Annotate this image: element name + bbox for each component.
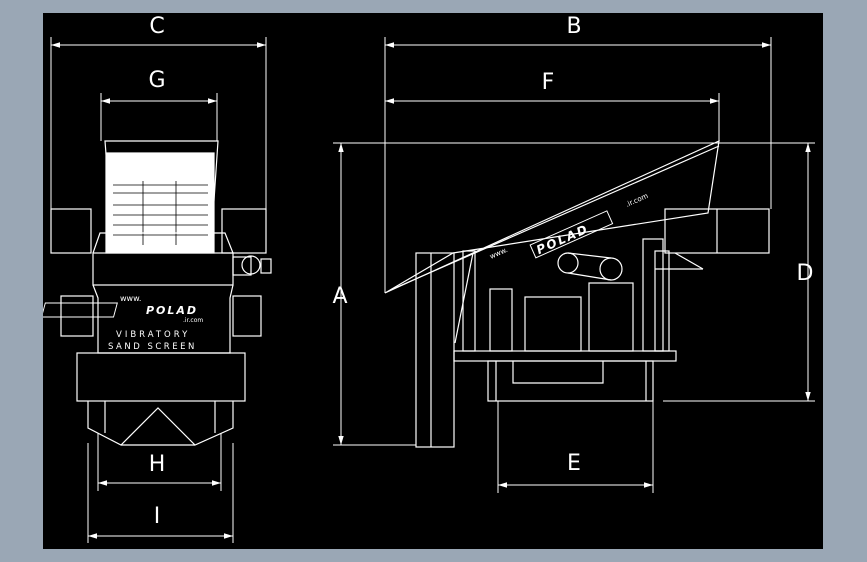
front-brand-logo: POLAD	[40, 302, 198, 318]
dim-label-i: I	[154, 504, 161, 529]
technical-drawing: www. POLAD .ir.com VIBRATORY SAND SCREEN	[40, 14, 815, 543]
dimension-letters: C G H I B F A D E	[148, 14, 813, 529]
dim-label-g: G	[148, 68, 165, 93]
dim-label-c: C	[149, 14, 164, 39]
dim-label-a: A	[332, 284, 347, 309]
dimension-lines	[50, 37, 815, 543]
dim-label-h: H	[149, 452, 166, 477]
side-brand-suffix: .ir.com	[625, 192, 650, 209]
drawing-canvas[interactable]: www. POLAD .ir.com VIBRATORY SAND SCREEN	[40, 13, 823, 549]
svg-text:POLAD: POLAD	[146, 304, 198, 317]
side-view	[384, 139, 770, 448]
front-caption-line2: SAND SCREEN	[108, 342, 197, 352]
side-brand-url: www.	[489, 246, 509, 261]
dim-label-d: D	[797, 261, 814, 286]
front-view	[50, 140, 272, 446]
dim-label-f: F	[542, 70, 555, 95]
dim-label-e: E	[567, 451, 581, 476]
front-brand-url: www.	[120, 294, 141, 303]
front-caption-line1: VIBRATORY	[116, 330, 190, 340]
front-brand-suffix: .ir.com	[183, 317, 203, 324]
dim-label-b: B	[566, 14, 581, 39]
screen-mesh-panel	[105, 152, 215, 254]
side-brand-logo: POLAD	[529, 210, 614, 259]
